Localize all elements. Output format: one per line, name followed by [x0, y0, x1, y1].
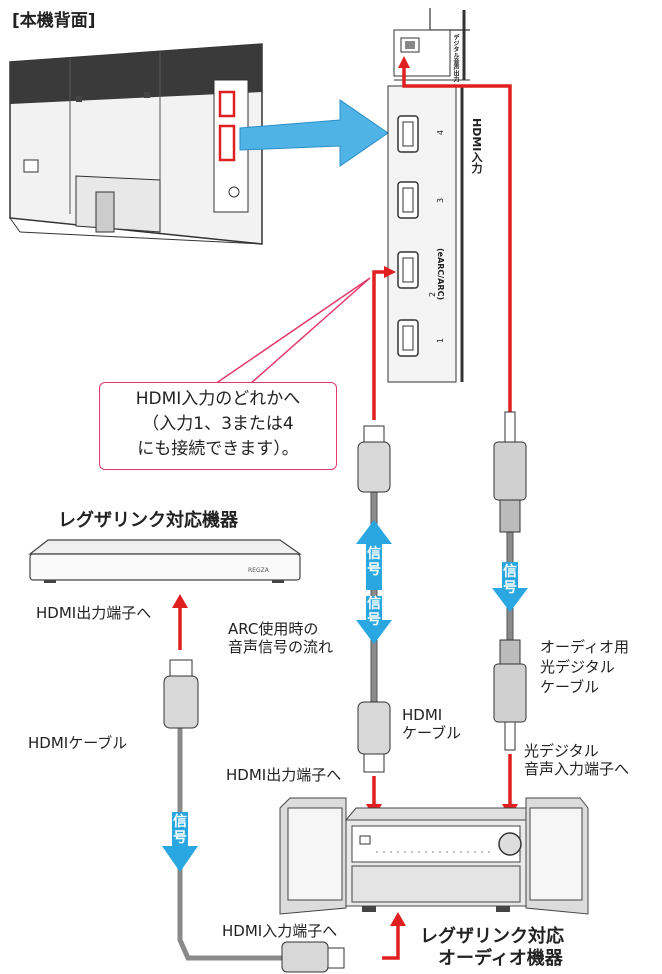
- digital-out-label: デジタル音声出力: [452, 34, 459, 82]
- signal-label-down-optical: 信号: [503, 564, 517, 596]
- audio-device-title-line-2: オーディオ機器: [438, 948, 563, 969]
- tv-hdmi-highlight: [218, 124, 236, 162]
- port-number-3: 3: [436, 197, 446, 204]
- optical-plug-bottom: [493, 639, 527, 751]
- port-number-2: 2: [428, 291, 438, 298]
- recorder-brand: REGZA: [248, 567, 269, 574]
- hdmi-plug-left-bottom: [281, 941, 345, 973]
- tv-back-title: [本機背面]: [12, 11, 96, 31]
- signal-arrow-up: [356, 520, 392, 590]
- red-arrow-hdmi-in: [382, 912, 406, 960]
- arc-flow-line-2: 音声信号の流れ: [228, 638, 334, 656]
- hdmi-plug-bottom: [357, 701, 391, 773]
- audio-device-illustration: [279, 797, 589, 915]
- hdmi-plug-top: [357, 425, 391, 493]
- optical-plug-top: [493, 411, 527, 533]
- regza-device-title: レグザリンク対応機器: [58, 510, 238, 531]
- callout-pointer: [212, 277, 371, 385]
- zoom-arrow: [239, 99, 389, 167]
- signal-label-down-left: 信号: [173, 814, 187, 846]
- hdmi-plug-left-top: [163, 659, 199, 729]
- audio-device-title-line-1: レグザリンク対応: [420, 926, 564, 947]
- hdmi-cable-center-line-1: HDMI: [402, 706, 443, 724]
- callout-line-2: （入力1、3または4: [142, 414, 294, 434]
- optical-in-line-1: 光デジタル: [524, 742, 599, 760]
- callout-line-1: HDMI入力のどれかへ: [135, 389, 301, 409]
- signal-label-up: 信号: [367, 546, 381, 578]
- recorder-illustration: [28, 539, 302, 583]
- arc-tag: (eARC/ARC): [436, 248, 445, 301]
- signal-paths: [372, 66, 512, 420]
- hdmi-cable-center-line-2: ケーブル: [402, 724, 462, 742]
- hdmi-in-terminal: HDMI入力端子へ: [222, 922, 338, 940]
- signal-label-down-center: 信号: [367, 596, 381, 628]
- signal-arrow-down-left: [162, 812, 198, 872]
- optical-in-line-2: 音声入力端子へ: [524, 760, 630, 778]
- signal-arrow-down-center: [356, 596, 392, 644]
- optical-cable-line-2: 光デジタル: [540, 658, 615, 676]
- optical-cable-line-1: オーディオ用: [540, 638, 629, 656]
- hdmi-cable-left-label: HDMIケーブル: [28, 734, 128, 752]
- tv-back-illustration: [9, 43, 263, 245]
- arc-flow-line-1: ARC使用時の: [228, 620, 319, 638]
- signal-arrow-down-optical: [492, 562, 528, 612]
- hdmi-ports: [397, 115, 419, 357]
- hdmi-out-terminal-center: HDMI出力端子へ: [226, 766, 342, 784]
- port-number-1: 1: [436, 337, 446, 344]
- tv-optical-highlight: [218, 90, 236, 118]
- hdmi-input-label: HDMI入力: [470, 118, 483, 174]
- hdmi-out-terminal-left: HDMI出力端子へ: [36, 604, 152, 622]
- port-number-4: 4: [436, 129, 446, 136]
- zoomed-panel: [387, 8, 470, 383]
- callout-box: HDMI入力のどれかへ （入力1、3または4 にも接続できます）。: [99, 382, 337, 470]
- optical-cable-line-3: ケーブル: [540, 678, 600, 696]
- red-arrow-recorder: [172, 594, 188, 650]
- callout-line-3: にも接続できます）。: [137, 439, 299, 459]
